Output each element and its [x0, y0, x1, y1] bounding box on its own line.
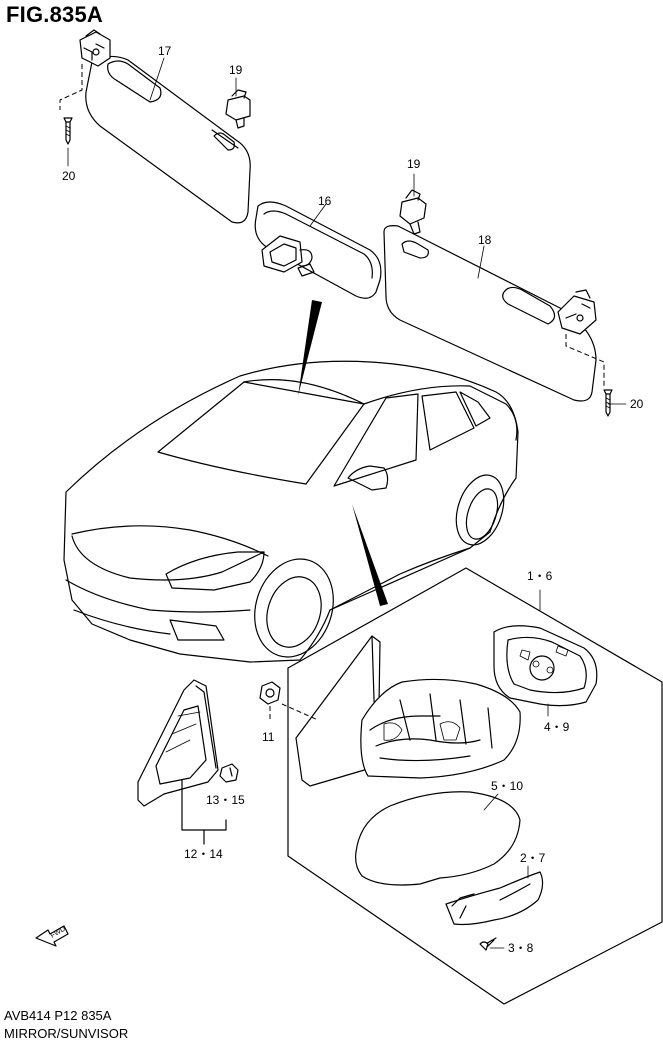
callout-18: 18 — [478, 233, 492, 247]
mirror-housing[interactable] — [360, 678, 521, 779]
assembly-outline-frame — [287, 567, 663, 1005]
callout-19-left: 19 — [229, 63, 243, 77]
clip-13[interactable] — [219, 763, 239, 783]
turn-signal-lamp[interactable] — [445, 871, 544, 926]
sunvisor-right-hinge-bracket[interactable] — [557, 289, 597, 335]
mirror-glass[interactable] — [493, 625, 598, 707]
callout-4-9: 4・9 — [544, 720, 570, 734]
figure-code: AVB414 P12 835A — [4, 1008, 112, 1023]
callout-1-6: 1・6 — [527, 569, 553, 583]
screw-left[interactable] — [63, 117, 73, 145]
callout-20-right: 20 — [630, 397, 644, 411]
sunvisor-left[interactable] — [85, 55, 251, 224]
sunvisor-right[interactable] — [383, 225, 597, 402]
clip-19-right[interactable] — [399, 189, 427, 235]
callout-17: 17 — [158, 44, 172, 58]
mirror-cover[interactable] — [355, 791, 521, 886]
callout-11: 11 — [262, 730, 275, 744]
rearview-mirror[interactable] — [254, 201, 382, 299]
callout-20-left: 20 — [62, 169, 76, 183]
callout-3-8: 3・8 — [508, 941, 534, 955]
callout-2-7: 2・7 — [520, 851, 546, 865]
pointer-arrow-upper — [298, 300, 322, 396]
figure-name: MIRROR/SUNVISOR — [4, 1026, 129, 1041]
sunvisor-left-hinge-bracket[interactable] — [79, 29, 111, 67]
car-body — [63, 360, 519, 663]
callout-12-14: 12・14 — [184, 847, 223, 861]
rearview-mirror-mount[interactable] — [261, 235, 315, 277]
figure-title: FIG.835A — [6, 2, 103, 27]
pointer-arrow-lower — [352, 504, 388, 606]
nut-11[interactable] — [259, 681, 281, 705]
callout-13-15: 13・15 — [206, 793, 245, 807]
screw-lamp[interactable] — [479, 937, 497, 951]
clip-19-left[interactable] — [225, 89, 251, 129]
screw-right[interactable] — [603, 389, 613, 417]
callout-5-10: 5・10 — [491, 779, 523, 793]
callout-16: 16 — [318, 194, 332, 208]
callout-19-right: 19 — [407, 157, 421, 171]
fwd-arrow: FWD — [35, 925, 69, 947]
garnish-panel[interactable] — [137, 679, 219, 807]
